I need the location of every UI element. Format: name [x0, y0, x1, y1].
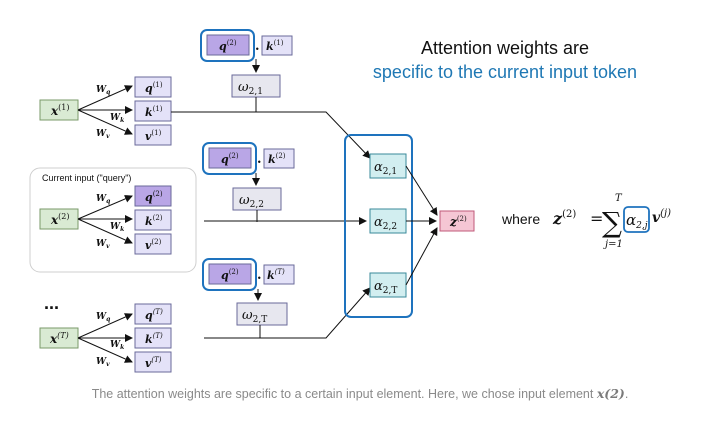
arrow-alpha1-z [405, 165, 438, 216]
caption-emph: x(2) [596, 386, 625, 401]
k-label-2: k(2) [145, 214, 163, 228]
caption-text: The attention weights are specific to a … [91, 387, 597, 401]
alpha-label-T: α2,T [374, 279, 397, 296]
alpha-box-T: α2,T [369, 272, 407, 298]
dot-product-T: q(2) . k(T) ω2,T [202, 258, 295, 326]
flow-line-T [204, 287, 371, 339]
formula-lower: j=1 [603, 239, 623, 250]
omega-box-T [236, 302, 288, 326]
formula-sum: ∑ [602, 206, 622, 239]
alpha-label-2: α2,2 [374, 215, 397, 232]
query-highlight-T [202, 258, 257, 291]
input-label-x1: x(1) [50, 103, 70, 118]
dot-k-box-1 [261, 35, 293, 56]
k-label-T: k(T) [145, 332, 163, 346]
dot-q-label-1: q(2) [219, 39, 237, 53]
dot-k-label-T: k(T) [267, 268, 285, 282]
dot-k-box-2 [263, 148, 295, 169]
input-label-x2: x(2) [50, 212, 70, 227]
omega-label-T: ω2,T [242, 308, 267, 325]
alpha-label-1: α2,1 [374, 160, 397, 177]
dot-symbol-T: . [257, 268, 262, 283]
formula: where z(2) = ∑ T j=1 α2,j v(j) [501, 193, 671, 250]
formula-lhs: z(2) [552, 209, 576, 228]
dot-product-2: q(2) . k(2) ω2,2 [202, 142, 295, 211]
q-box-1 [134, 76, 172, 98]
q-label-2: q(2) [145, 190, 163, 204]
query-highlight-1 [200, 29, 255, 62]
input-row-T: x(T) Wq Wk Wv q(T) k(T) v(T) [39, 303, 172, 373]
alpha-group-highlight [344, 134, 413, 318]
formula-eq: = [590, 209, 603, 228]
arrow-alphaT-z [405, 227, 438, 286]
q-label-1: q(1) [145, 81, 163, 95]
dot-q-label-T: q(2) [221, 268, 239, 282]
dot-k-label-2: k(2) [268, 152, 286, 166]
weight-wv-T: Wv [96, 357, 110, 368]
arrow-x2-q [77, 195, 133, 220]
k-box-1 [134, 100, 172, 122]
input-label-xT: x(T) [49, 331, 69, 346]
formula-alpha: α2,j [626, 211, 648, 231]
v-label-T: v(T) [145, 356, 162, 370]
input-row-1: x(1) Wq Wk Wv q(1) k(1) v(1) [39, 76, 172, 146]
current-input-label: Current input ("query") [42, 173, 131, 183]
omega-label-2: ω2,2 [239, 193, 264, 210]
arrow-x1-q [77, 85, 133, 111]
output-label-z2: z(2) [449, 215, 467, 229]
weight-wv-1: Wv [96, 129, 110, 140]
alpha-box-1: α2,1 [369, 153, 407, 179]
weight-wq-1: Wq [96, 85, 110, 96]
k-box-2 [134, 209, 172, 231]
weight-wk-2: Wk [110, 222, 124, 233]
arrow-x2-v [77, 218, 133, 244]
v-box-2 [134, 233, 172, 255]
q-box-T [134, 303, 172, 325]
dot-symbol-2: . [257, 152, 262, 167]
weight-wq-T: Wq [96, 312, 110, 323]
input-row-2: x(2) Wq Wk Wv q(2) k(2) v(2) [39, 185, 172, 255]
dot-q-box-T [208, 263, 252, 285]
weight-wq-2: Wq [96, 194, 110, 205]
dot-symbol-1: . [255, 39, 260, 54]
dot-k-label-1: k(1) [266, 39, 284, 53]
dot-product-1: q(2) . k(1) ω2,1 [200, 29, 293, 98]
dot-k-box-T [263, 264, 295, 285]
output-box-z2 [439, 210, 475, 232]
weight-wv-2: Wv [96, 239, 110, 250]
query-highlight-2 [202, 142, 257, 175]
formula-alpha-highlight [623, 206, 650, 233]
k-box-T [134, 327, 172, 349]
k-label-1: k(1) [145, 105, 163, 119]
weight-wk-T: Wk [110, 340, 124, 351]
v-label-1: v(1) [145, 129, 162, 143]
dot-q-label-2: q(2) [221, 152, 239, 166]
q-box-2 [134, 185, 172, 207]
v-label-2: v(2) [145, 238, 162, 252]
arrow-xT-v [77, 337, 133, 363]
dot-q-box-1 [206, 34, 250, 56]
weight-wk-1: Wk [110, 113, 124, 124]
formula-upper: T [615, 193, 623, 204]
dot-q-box-2 [208, 147, 252, 169]
headline-line2: specific to the current input token [373, 62, 637, 82]
headline-line1: Attention weights are [421, 38, 589, 58]
v-box-T [134, 351, 172, 373]
arrow-x1-v [77, 109, 133, 135]
formula-where: where [501, 211, 540, 227]
formula-v: v(j) [652, 208, 671, 226]
omega-label-1: ω2,1 [238, 80, 263, 97]
figure-caption: The attention weights are specific to a … [60, 385, 660, 403]
alpha-box-2: α2,2 [369, 208, 407, 234]
flow-line-1 [171, 111, 371, 159]
v-box-1 [134, 124, 172, 146]
ellipsis: ... [44, 293, 59, 313]
arrow-xT-q [77, 313, 133, 339]
q-label-T: q(T) [145, 308, 163, 322]
caption-end: . [624, 387, 629, 401]
